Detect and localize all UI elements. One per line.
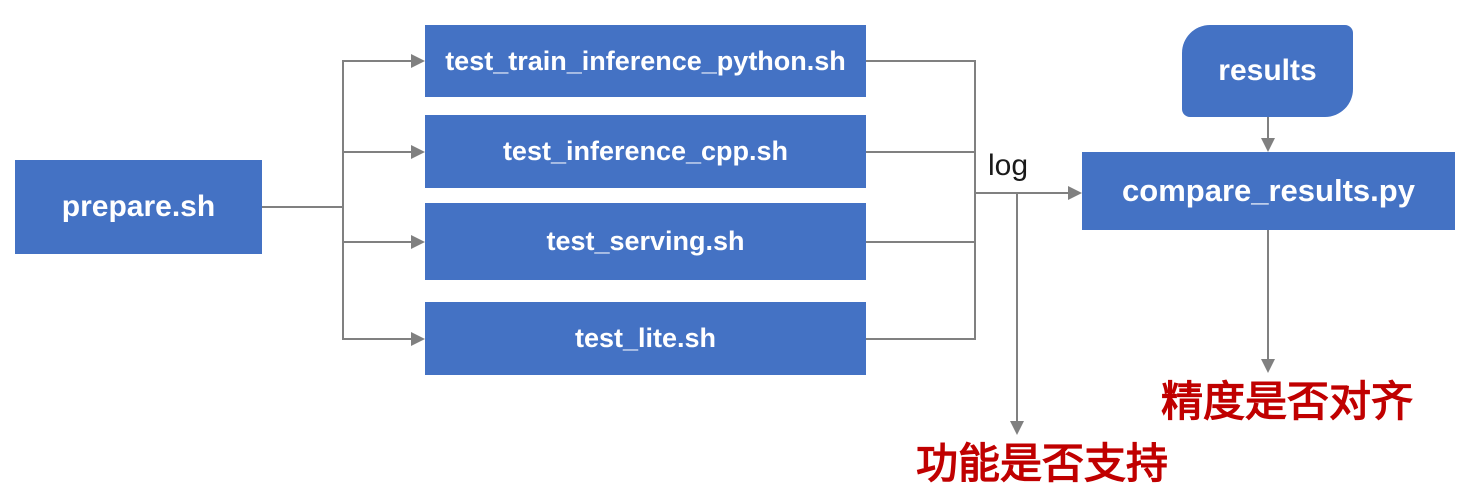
node-compare-results-py: compare_results.py xyxy=(1082,152,1455,230)
connector-log-down xyxy=(1016,193,1018,421)
node-test-lite-sh: test_lite.sh xyxy=(425,302,866,375)
node-test-train-inference-python-sh: test_train_inference_python.sh xyxy=(425,25,866,97)
connector-branch-test-serving xyxy=(343,241,411,243)
connector-results-down xyxy=(1267,117,1269,138)
arrowhead-into-test-cpp-icon xyxy=(411,145,425,159)
connector-left-trunk xyxy=(342,60,344,340)
connector-test-cpp-out xyxy=(866,151,975,153)
arrowhead-precision-align-icon xyxy=(1261,359,1275,373)
node-test-inference-cpp-sh: test_inference_cpp.sh xyxy=(425,115,866,188)
connector-right-trunk xyxy=(974,60,976,340)
arrowhead-into-test-lite-icon xyxy=(411,332,425,346)
connector-test-serving-out xyxy=(866,241,975,243)
arrowhead-results-into-compare-icon xyxy=(1261,138,1275,152)
node-results: results xyxy=(1182,25,1353,117)
connector-prepare-out xyxy=(262,206,343,208)
arrowhead-into-compare-icon xyxy=(1068,186,1082,200)
connector-branch-test-train xyxy=(343,60,411,62)
arrowhead-into-test-serving-icon xyxy=(411,235,425,249)
connector-test-train-out xyxy=(866,60,975,62)
node-test-serving-sh: test_serving.sh xyxy=(425,203,866,280)
annotation-function-support: 功能是否支持 xyxy=(916,440,1169,487)
connector-branch-test-cpp xyxy=(343,151,411,153)
arrowhead-function-support-icon xyxy=(1010,421,1024,435)
connector-log-to-compare xyxy=(975,192,1068,194)
arrowhead-into-test-train-icon xyxy=(411,54,425,68)
log-label: log xyxy=(988,149,1029,182)
connector-compare-down xyxy=(1267,230,1269,359)
connector-test-lite-out xyxy=(866,338,975,340)
node-prepare-sh: prepare.sh xyxy=(15,160,262,254)
annotation-precision-align: 精度是否对齐 xyxy=(1161,378,1414,425)
connector-branch-test-lite xyxy=(343,338,411,340)
